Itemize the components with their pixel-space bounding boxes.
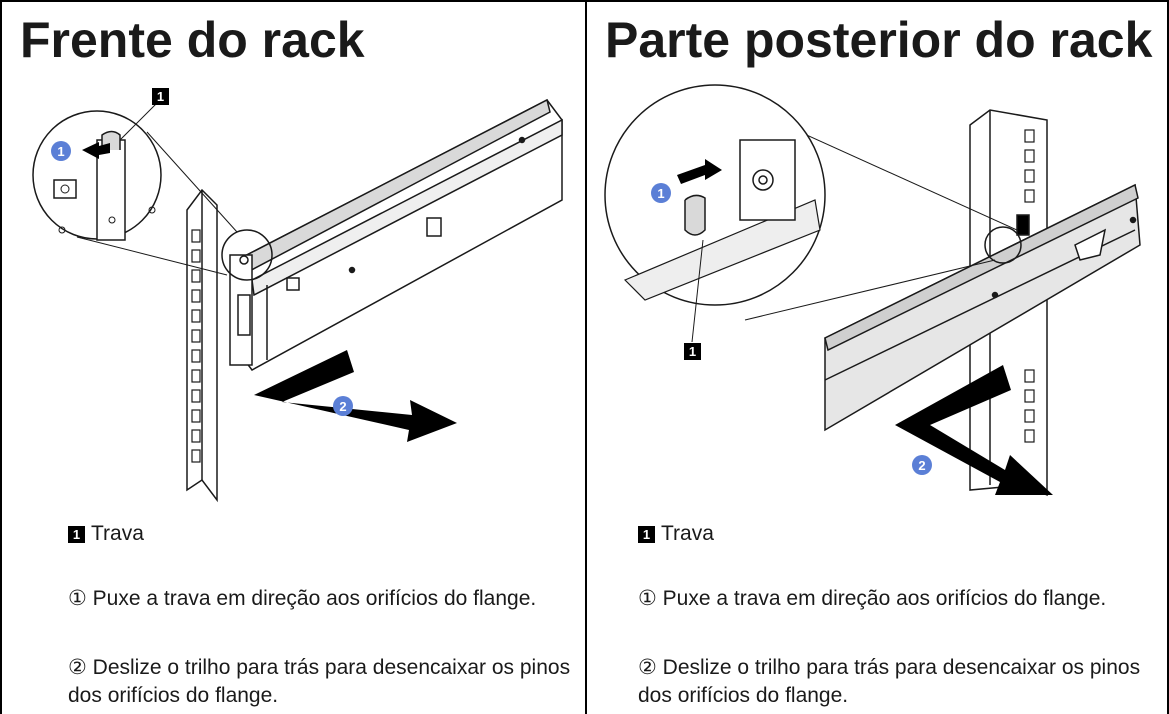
slide-rail (236, 98, 563, 371)
front-rack-panel: Frente do rack (0, 0, 587, 714)
panel-title: Parte posterior do rack (605, 12, 1153, 68)
step-marker-2: 2 (333, 396, 353, 416)
legend-badge: 1 (68, 525, 85, 543)
pull-arrow (254, 350, 457, 442)
step-1-text: ① Puxe a trava em direção aos orifícios … (638, 587, 1107, 610)
rear-rack-panel: Parte posterior do rack (585, 0, 1169, 714)
legend-label: Trava (661, 522, 714, 545)
svg-text:2: 2 (918, 458, 925, 473)
callout-number: 1 (689, 344, 696, 359)
callout-number: 1 (157, 89, 164, 104)
step-2-text: ② Deslize o trilho para trás para desenc… (638, 656, 1141, 707)
legend-label: Trava (91, 522, 144, 545)
svg-text:1: 1 (57, 144, 64, 159)
svg-text:2: 2 (339, 399, 346, 414)
step-marker-1: 1 (51, 141, 71, 161)
panel-title: Frente do rack (20, 12, 365, 68)
front-rack-illustration: 1 1 2 (32, 88, 563, 503)
latch-bracket (984, 214, 1030, 264)
latch-bracket (229, 254, 253, 366)
rear-rack-illustration: 1 1 2 (604, 84, 1141, 497)
slide-rail (824, 183, 1141, 432)
svg-text:1: 1 (657, 186, 664, 201)
callout-1: 1 (684, 239, 704, 360)
step-2-text: ② Deslize o trilho para trás para desenc… (68, 656, 571, 707)
step-marker-1: 1 (651, 183, 671, 203)
legend-badge: 1 (638, 525, 655, 543)
legend: 1 Trava (638, 522, 714, 546)
callout-1: 1 (119, 88, 169, 141)
zoom-detail (604, 84, 1018, 321)
legend: 1 Trava (68, 522, 144, 546)
step-1-text: ① Puxe a trava em direção aos orifícios … (68, 587, 537, 610)
rack-post (186, 188, 218, 503)
pull-arrow (895, 365, 1053, 495)
step-marker-2: 2 (912, 455, 932, 475)
